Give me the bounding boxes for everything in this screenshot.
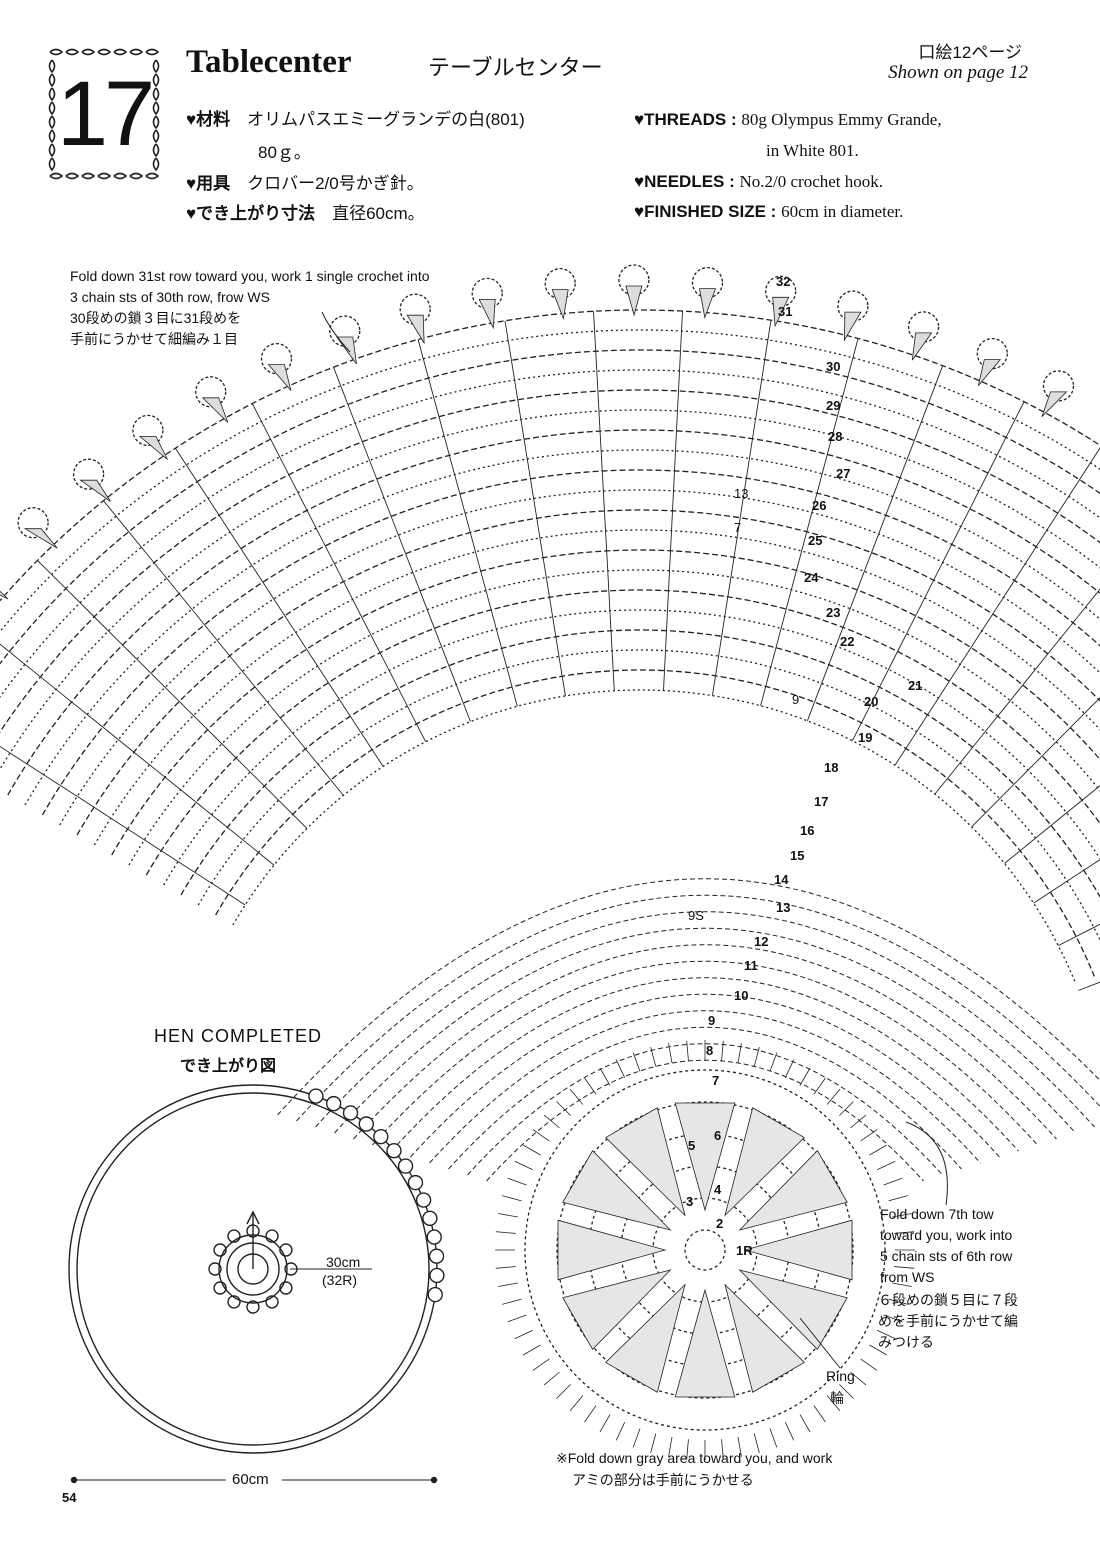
page-reference-en: Shown on page 12 [888, 62, 1028, 83]
row-label: 15 [790, 848, 804, 863]
completed-title-ja: でき上がり図 [180, 1058, 277, 1075]
row-label: 17 [814, 794, 828, 809]
row-label: 14 [774, 872, 789, 887]
heart-icon: ♥ [634, 202, 645, 221]
row-label: 24 [804, 570, 819, 585]
heart-icon: ♥ [186, 110, 197, 129]
row-label: 9 [708, 1013, 715, 1028]
note-ring-ja: 輪 [830, 1390, 844, 1406]
row-label: 27 [836, 466, 850, 481]
row-label: 23 [826, 605, 840, 620]
page-reference-ja: 口絵12ページ [918, 43, 1022, 62]
spec-ja-materials: ♥材料 オリムパスエミーグランデの白(801) [186, 104, 525, 135]
row-label: 4 [714, 1182, 722, 1197]
note-gray-area-ja: アミの部分は手前にうかせる [572, 1472, 754, 1488]
title-japanese: テーブルセンター [428, 55, 603, 80]
row-label: 5 [688, 1138, 695, 1153]
note-gray-area-en: ※Fold down gray area toward you, and wor… [556, 1450, 833, 1466]
completed-diameter: 60cm [232, 1471, 269, 1488]
row-label: 19 [858, 730, 872, 745]
row-label: 18 [824, 760, 838, 775]
spec-en-size: ♥FINISHED SIZE : 60cm in diameter. [634, 196, 903, 227]
chart-label: 9S [688, 908, 704, 923]
spec-en-needles: ♥NEEDLES : No.2/0 crochet hook. [634, 166, 883, 197]
decorative-border-icon [48, 48, 160, 180]
row-label: 26 [812, 498, 826, 513]
page-number: 54 [62, 1490, 77, 1505]
spec-ja-amount: 80ｇ。 [258, 143, 311, 162]
row-label: 30 [826, 359, 840, 374]
row-label: 32 [776, 274, 790, 289]
note-row7-en: Fold down 7th tow toward you, work into … [880, 1206, 1013, 1285]
row-label: 1R [736, 1243, 753, 1258]
row-label: 22 [840, 634, 854, 649]
row-label: 10 [734, 988, 748, 1003]
row-label: 13 [776, 900, 790, 915]
row-label: 3 [686, 1194, 693, 1209]
row-label: 20 [864, 694, 878, 709]
row-label: 2 [716, 1216, 723, 1231]
pattern-number-badge: 17 [44, 46, 164, 182]
heart-icon: ♥ [186, 174, 197, 193]
row-label: 25 [808, 533, 822, 548]
chart-label: 7 [734, 520, 741, 535]
row-label: 31 [778, 304, 792, 319]
pattern-number: 17 [56, 62, 155, 165]
note-row31-en: Fold down 31st row toward you, work 1 si… [70, 268, 430, 305]
title-english: Tablecenter [186, 44, 352, 80]
completed-inner-rows: (32R) [322, 1272, 358, 1288]
row-label: 12 [754, 934, 768, 949]
spec-en-threads: ♥THREADS : 80g Olympus Emmy Grande, [634, 104, 942, 135]
spec-ja-size: ♥でき上がり寸法 直径60cm。 [186, 198, 425, 229]
heart-icon: ♥ [634, 110, 645, 129]
row-label: 6 [714, 1128, 721, 1143]
row-label: 8 [706, 1043, 713, 1058]
note-row31-ja: 30段めの鎖３目に31段めを 手前にうかせて細編み１目 [70, 310, 242, 347]
note-row7-ja: ６段めの鎖５目に７段 めを手前にうかせて編 みつける [878, 1292, 1018, 1350]
row-label: 29 [826, 398, 840, 413]
heart-icon: ♥ [186, 204, 197, 223]
chart-label: 13 [734, 486, 748, 501]
row-label: 16 [800, 823, 814, 838]
heart-icon: ♥ [634, 172, 645, 191]
completed-title-en: HEN COMPLETED [154, 1026, 323, 1046]
row-label: 21 [908, 678, 922, 693]
completed-inner-size: 30cm [326, 1254, 361, 1270]
note-ring-en: Ring [826, 1368, 855, 1384]
row-label: 7 [712, 1073, 719, 1088]
spec-en-threads-color: in White 801. [766, 141, 859, 160]
row-label: 11 [744, 958, 758, 973]
spec-ja-tools: ♥用具 クロバー2/0号かぎ針。 [186, 168, 424, 199]
row-label: 28 [828, 429, 842, 444]
chart-label: 9 [792, 692, 799, 707]
